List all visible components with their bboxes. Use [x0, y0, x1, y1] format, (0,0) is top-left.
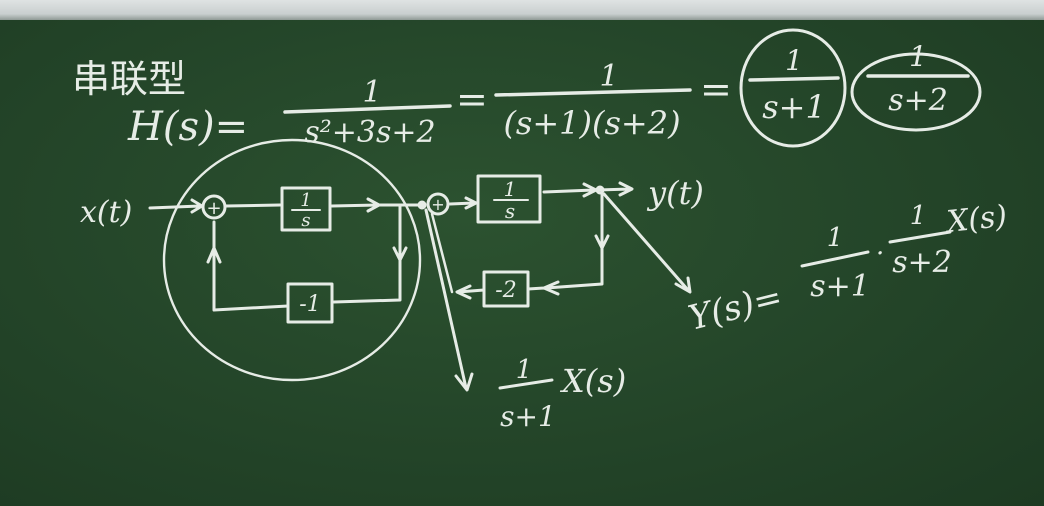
heading-text: 串联型 — [72, 57, 186, 101]
integrator-2-den: s — [505, 199, 515, 223]
output-eq-frac1-bar — [800, 250, 870, 268]
output-label: y(t) — [646, 174, 704, 212]
gain-1-value: -1 — [299, 292, 320, 317]
branch-point-2 — [595, 185, 605, 195]
tf-lhs: H(s)= — [127, 104, 248, 150]
intermediate-suffix: X(s) — [559, 362, 626, 400]
output-eq-frac2-num: 1 — [910, 201, 927, 231]
intermediate-bar — [498, 378, 554, 390]
feedback-1-down-arrow — [392, 204, 408, 262]
tf-frac1-bar — [283, 104, 452, 114]
output-eq-dot: · — [876, 239, 884, 269]
feedback-2-to-sum-arrow — [455, 284, 486, 300]
tf-frac2-bar — [494, 88, 692, 97]
transfer-function-equation: H(s)= 1 s²+3s+2 = 1 (s+1)(s+2) = 1 s+1 1… — [127, 28, 982, 150]
gain-1-box — [286, 282, 334, 324]
intermediate-branch-guide — [430, 212, 454, 294]
first-order-section-circle — [162, 138, 422, 382]
block-diagram: x(t) + 1 s -1 + — [80, 138, 704, 433]
output-to-ys-arrow — [602, 192, 692, 294]
integrator-1-den: s — [301, 210, 310, 231]
integrator-2-box — [476, 174, 542, 224]
output-eq-suffix: X(s) — [943, 199, 1008, 240]
tf-frac2-den: (s+1)(s+2) — [503, 104, 680, 142]
sum-junction-2 — [426, 192, 450, 216]
chalkboard-surface — [0, 20, 1044, 506]
output-eq-frac2-bar — [888, 230, 952, 244]
int2-to-output-arrow — [542, 181, 634, 198]
feedback-1-right-line — [332, 258, 402, 304]
tf-frac3-num: 1 — [785, 44, 803, 77]
tf-frac3-bar — [748, 76, 840, 82]
output-equation: Y(s)= 1 s+1 · 1 s+2 X(s) — [685, 199, 1009, 339]
intermediate-den: s+1 — [500, 400, 556, 433]
tf-frac4-num: 1 — [909, 40, 927, 73]
tf-frac3-den: s+1 — [762, 88, 826, 126]
input-label: x(t) — [80, 195, 132, 230]
feedback-2-path — [526, 192, 610, 296]
tf-eq2: = — [456, 77, 488, 121]
tf-frac3-circle — [739, 28, 847, 148]
gain-2-value: -2 — [495, 278, 516, 303]
integrator-1-num: 1 — [300, 190, 311, 211]
output-eq-frac2-den: s+2 — [892, 245, 952, 280]
sum1-to-int1-line — [224, 203, 282, 208]
integrator-2-num: 1 — [504, 177, 517, 201]
tf-frac4-circle — [850, 52, 982, 132]
sum2-to-int2-arrow — [448, 196, 478, 210]
tf-frac4-den: s+2 — [888, 83, 948, 118]
tf-frac1-num: 1 — [362, 75, 381, 110]
tf-frac2-num: 1 — [599, 59, 618, 94]
intermediate-branch-arrow — [424, 208, 474, 392]
branch-point-1 — [417, 200, 427, 210]
output-eq-frac1-den: s+1 — [810, 269, 870, 304]
int1-to-sum2-arrow — [330, 197, 426, 213]
sum-junction-2-sign: + — [431, 195, 444, 214]
output-eq-frac1-num: 1 — [827, 223, 844, 253]
tf-eq3: = — [700, 67, 732, 111]
feedback-1-up-arrow — [206, 220, 290, 312]
intermediate-num: 1 — [516, 355, 533, 385]
sum-junction-1-sign: + — [206, 198, 221, 219]
integrator-1-box — [280, 186, 332, 232]
chalkboard-frame-top — [0, 0, 1044, 20]
output-eq-lhs: Y(s)= — [685, 277, 787, 339]
